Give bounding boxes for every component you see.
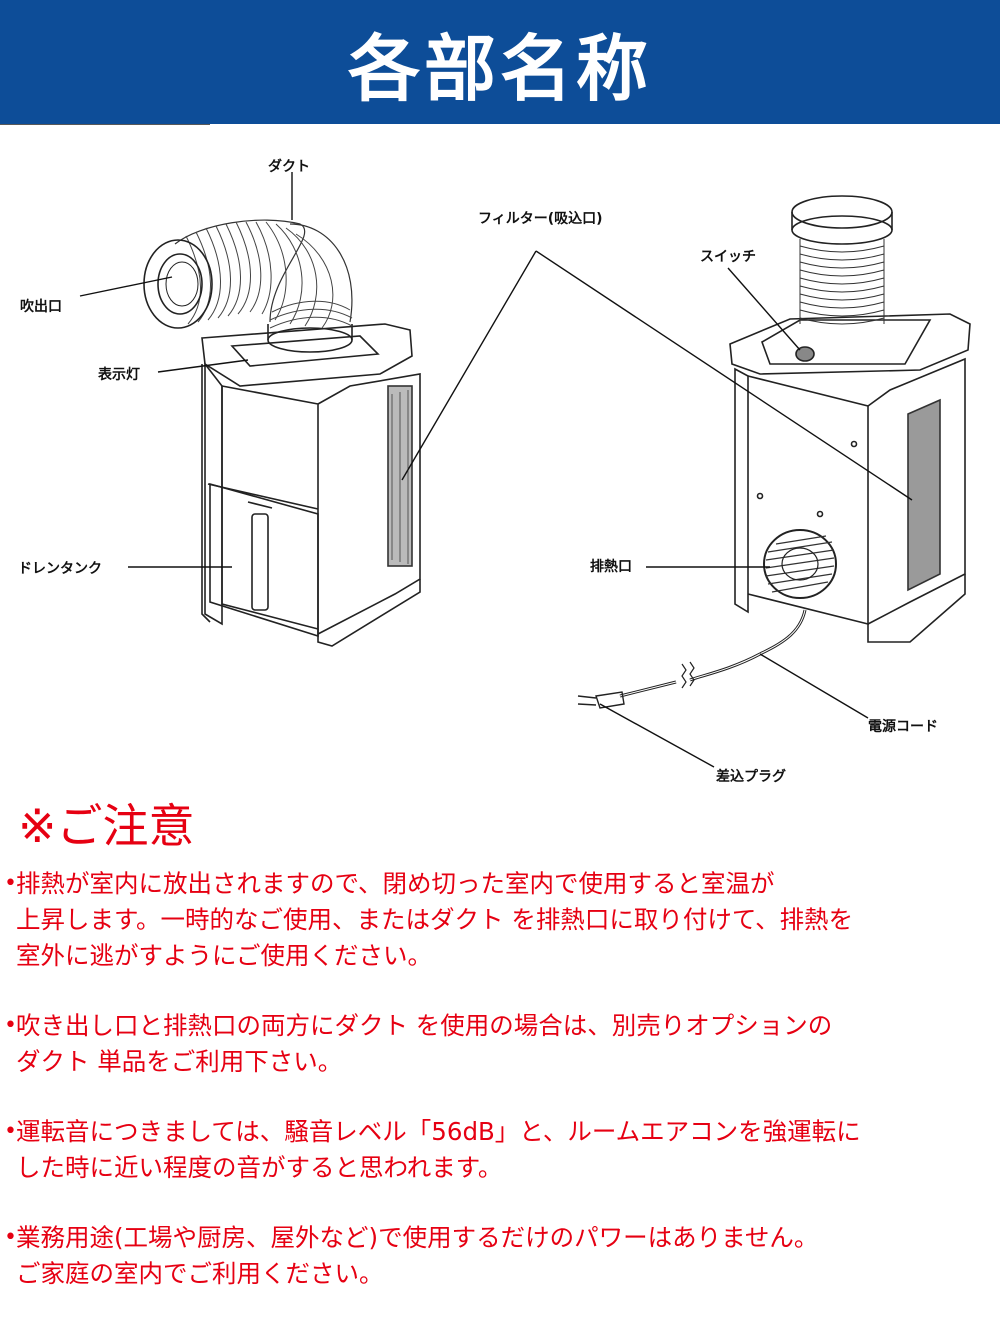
leader-lines [79,172,913,768]
page-title: 各部名称 [347,26,652,111]
label-plug: 差込プラグ [716,769,786,785]
note-line: 上昇します。一時的なご使用、またはダクト を排熱口に取り付けて、排熱を [16,905,854,934]
label-indicator-lamp: 表示灯 [98,367,140,383]
caution-note: • 吹き出し口と排熱口の両方にダクト を使用の場合は、別売りオプションの ダクト… [0,1008,1000,1080]
label-switch: スイッチ [700,249,756,265]
bullet-icon: • [4,871,17,896]
note-line: 室外に逃がすようにご使用ください。 [16,941,433,970]
right-unit [577,195,971,709]
label-power-cord: 電源コード [868,719,938,735]
label-outlet: 吹出口 [20,299,62,315]
caution-note: • 業務用途(工場や厨房、屋外など)で使用するだけのパワーはありません。 ご家庭… [0,1220,1000,1292]
note-line: ダクト 単品をご利用下さい。 [16,1047,343,1076]
left-unit [0,124,421,647]
caution-note: • 運転音につきましては、騒音レベル「56dB」と、ルームエアコンを強運転に し… [0,1114,1000,1186]
note-line: 業務用途(工場や厨房、屋外など)で使用するだけのパワーはありません。 [16,1223,819,1252]
parts-diagram: ダクト 吹出口 表示灯 ドレンタンク フィルター(吸込口) スイッチ 排熱口 電… [0,124,1000,794]
note-line: 運転音につきましては、騒音レベル「56dB」と、ルームエアコンを強運転に [16,1117,861,1146]
note-line: した時に近い程度の音がすると思われます。 [16,1153,503,1182]
label-duct: ダクト [268,159,310,175]
unit-illustration [0,124,971,768]
label-filter: フィルター(吸込口) [478,211,603,227]
note-line: ご家庭の室内でご利用ください。 [16,1259,384,1288]
page-header: 各部名称 [0,0,1000,124]
note-line: 吹き出し口と排熱口の両方にダクト を使用の場合は、別売りオプションの [16,1011,833,1040]
caution-note: • 排熱が室内に放出されますので、閉め切った室内で使用すると室温が 上昇します。… [0,866,1000,974]
bullet-icon: • [4,1225,17,1250]
label-drain-tank: ドレンタンク [18,561,102,577]
label-exhaust: 排熱口 [590,559,632,575]
caution-notes: • 排熱が室内に放出されますので、閉め切った室内で使用すると室温が 上昇します。… [0,866,1000,1326]
note-line: 排熱が室内に放出されますので、閉め切った室内で使用すると室温が [16,869,775,898]
caution-title: ※ご注意 [18,799,195,853]
bullet-icon: • [4,1013,17,1038]
bullet-icon: • [4,1119,17,1144]
